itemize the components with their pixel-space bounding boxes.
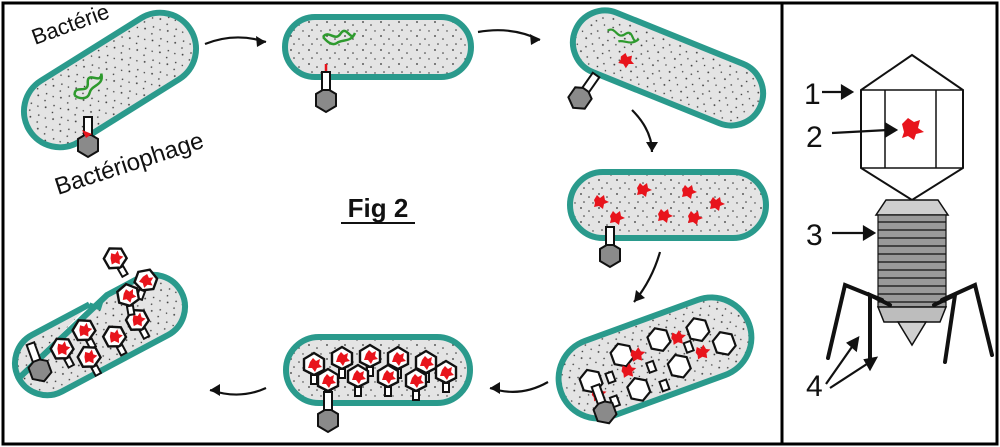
bacterium-stage-4 xyxy=(567,169,769,241)
tail-pin xyxy=(896,321,928,347)
part-label-3: 3 xyxy=(806,219,823,252)
bacterium-stage-1 xyxy=(20,9,200,151)
tail-fibers xyxy=(826,282,994,367)
collar xyxy=(874,199,950,216)
bacterial-dna xyxy=(607,28,640,44)
pointer-arrows xyxy=(822,84,899,389)
phage-stage-3 xyxy=(563,68,606,115)
base-plate xyxy=(876,306,948,323)
viral-dna-injecting xyxy=(82,130,92,138)
bacterium-stage-5 xyxy=(555,294,755,422)
viral-dna xyxy=(902,118,924,140)
part-label-4: 4 xyxy=(806,370,823,403)
bacterium-stage-2 xyxy=(282,14,474,80)
bacterial-dna xyxy=(322,29,357,46)
figure-title: Fig 2 xyxy=(348,193,409,223)
right-panel-frame xyxy=(780,1,999,446)
bacterium-stage-6 xyxy=(283,334,473,406)
tail-sheath xyxy=(877,214,947,308)
bacterial-dna xyxy=(73,73,103,100)
phage-anatomy: 1 2 3 4 xyxy=(804,53,994,403)
part-label-2: 2 xyxy=(806,121,823,154)
bacterium-stage-3 xyxy=(569,7,767,129)
arrowheads xyxy=(210,34,658,396)
bacterium-stage-7 xyxy=(12,271,188,399)
part-label-1: 1 xyxy=(804,78,821,111)
